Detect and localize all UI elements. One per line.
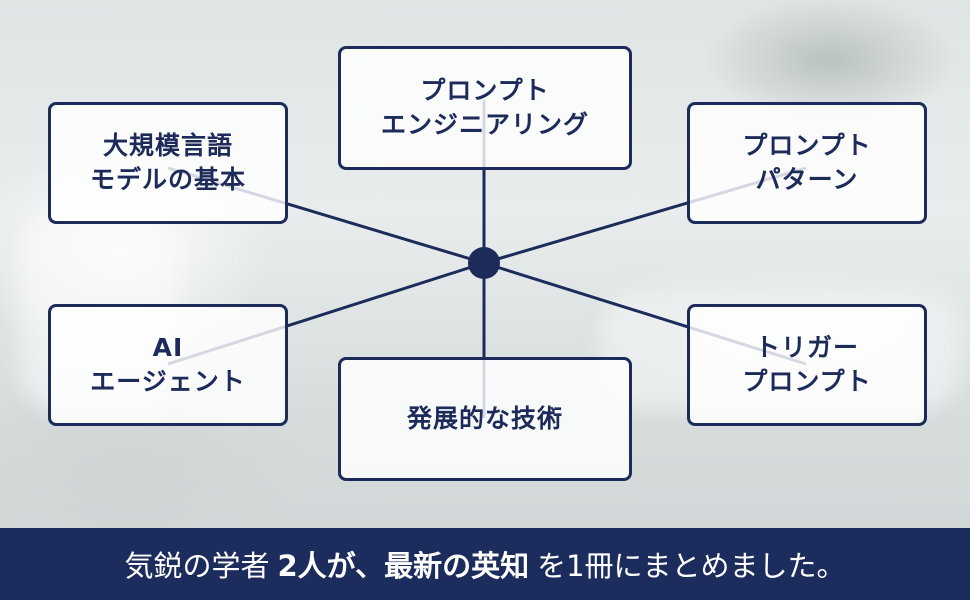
node-prompt-patterns-line1: プロンプト <box>742 131 872 160</box>
node-advanced-techniques: 発展的な技術 <box>338 357 632 481</box>
node-ai-agent: AI エージェント <box>48 304 288 426</box>
banner-text-4: を1冊にまとめました。 <box>537 549 846 583</box>
tagline-banner: 気鋭の学者 2人が、 最新の英知 を1冊にまとめました。 <box>0 528 970 600</box>
node-trigger-prompt: トリガー プロンプト <box>687 304 927 426</box>
node-prompt-engineering-line2: エンジニアリング <box>380 110 589 139</box>
node-trigger-prompt-line1: トリガー <box>754 333 859 362</box>
node-trigger-prompt-line2: プロンプト <box>742 367 872 396</box>
node-prompt-engineering: プロンプト エンジニアリング <box>338 46 632 170</box>
node-llm-basics-line2: モデルの基本 <box>89 165 246 194</box>
node-llm-basics-line1: 大規模言語 <box>102 131 233 160</box>
node-prompt-engineering-line1: プロンプト <box>420 76 550 105</box>
node-ai-agent-line1: AI <box>152 333 184 362</box>
node-prompt-patterns-line2: パターン <box>755 165 859 194</box>
node-ai-agent-line2: エージェント <box>90 367 246 396</box>
node-llm-basics: 大規模言語 モデルの基本 <box>48 102 288 224</box>
node-advanced-techniques-line1: 発展的な技術 <box>406 404 563 433</box>
banner-text-2: 2人が、 <box>277 549 385 583</box>
banner-text-1: 気鋭の学者 <box>124 549 270 583</box>
banner-text-3: 最新の英知 <box>384 549 530 583</box>
node-prompt-patterns: プロンプト パターン <box>687 102 927 224</box>
hub-node <box>468 247 500 279</box>
